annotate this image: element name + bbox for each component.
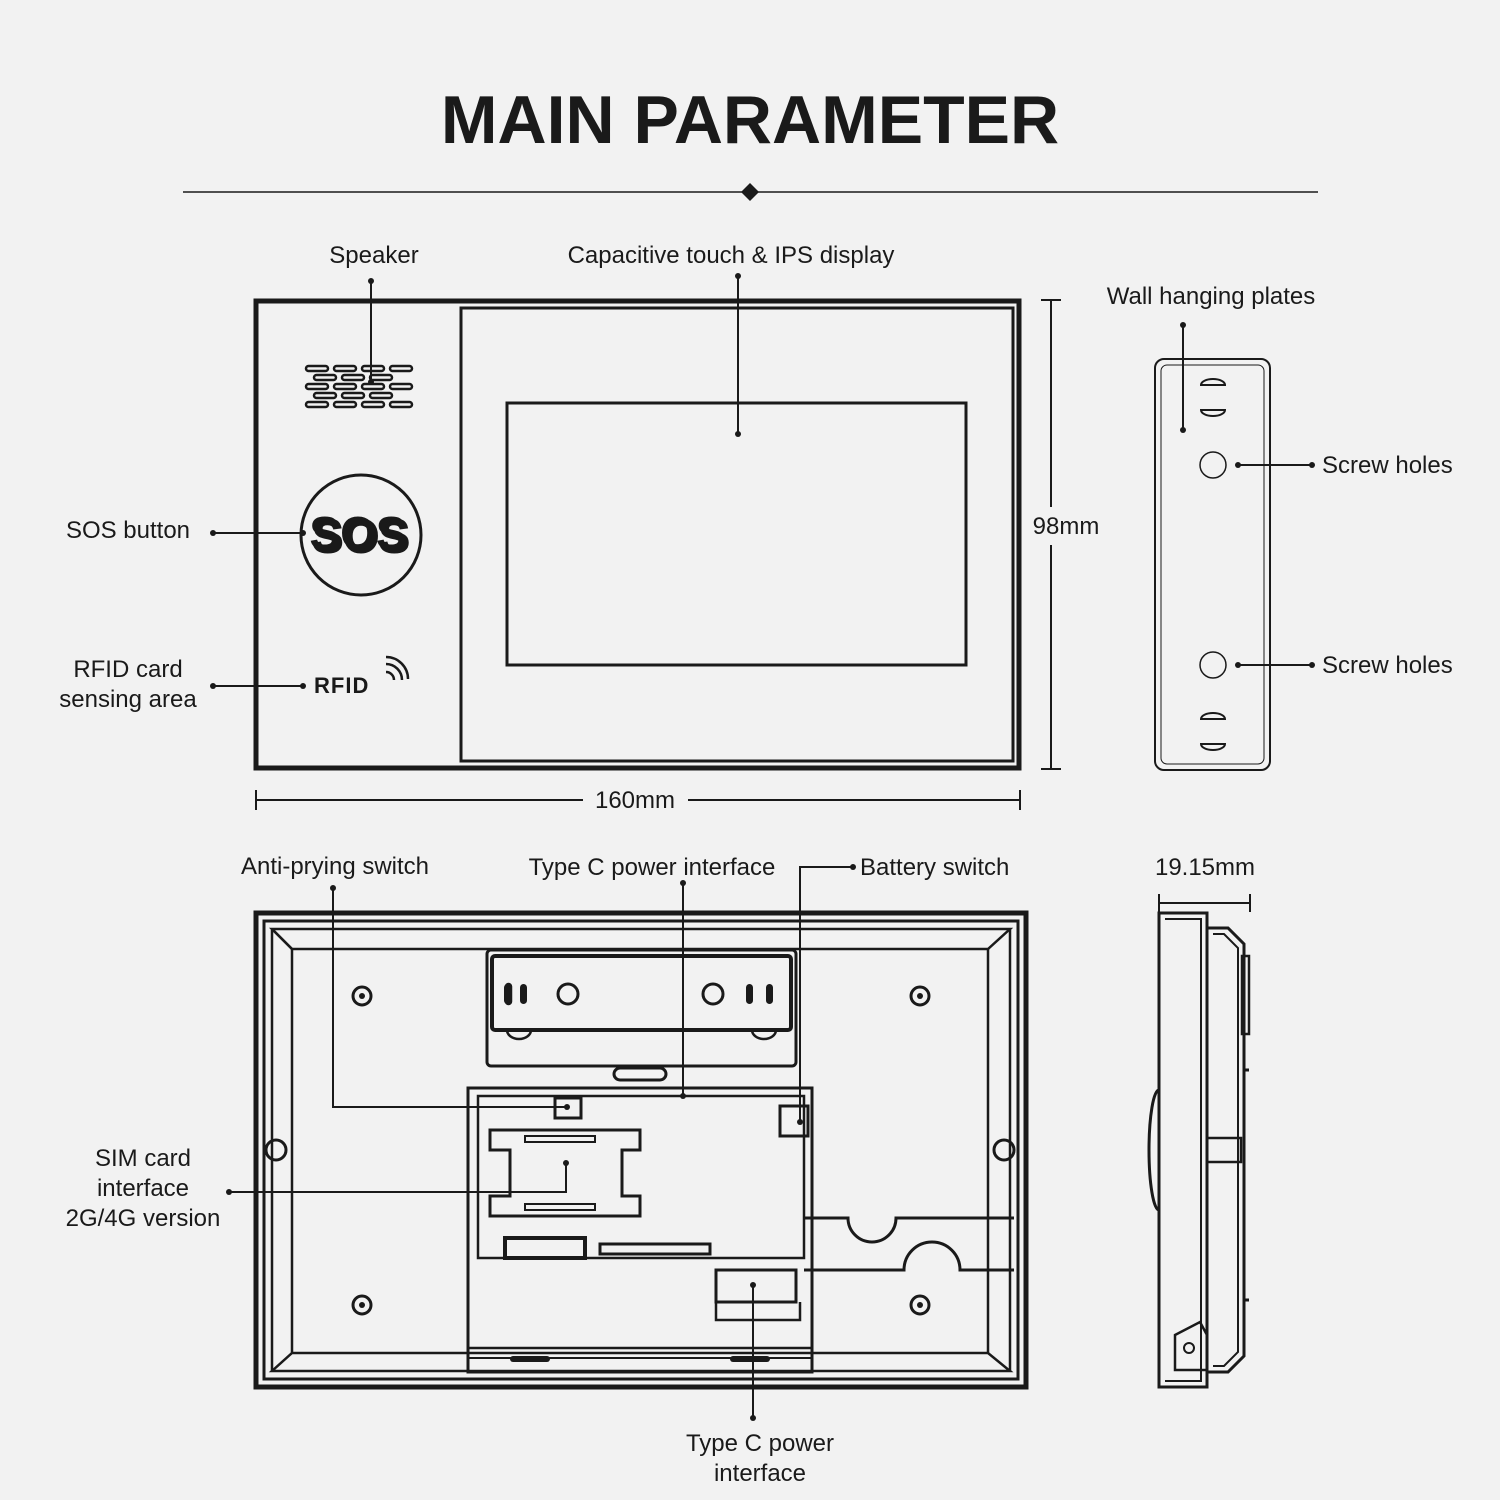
- screw-holes-top-label: Screw holes: [1322, 452, 1453, 479]
- sos-button-drawing: SOS SOS: [299, 473, 423, 597]
- rfid-logo-text: RFID: [314, 673, 369, 698]
- side-profile-view: 19.15mm: [1147, 854, 1255, 1389]
- front-callouts: Speaker Capacitive touch & IPS display S…: [59, 242, 894, 713]
- typec-bottom-label-line1: Type C power: [686, 1430, 834, 1457]
- screw-hole-bottom-icon: [1199, 651, 1227, 679]
- depth-label: 19.15mm: [1155, 854, 1255, 881]
- wireless-signal-icon: [385, 655, 410, 681]
- anti-prying-label: Anti-prying switch: [241, 853, 429, 880]
- wall-plate-view: [1154, 358, 1271, 771]
- height-label: 98mm: [1033, 513, 1100, 540]
- depth-dimension: 19.15mm: [1155, 854, 1255, 912]
- rfid-label-line2: sensing area: [59, 686, 197, 713]
- page-title: MAIN PARAMETER: [441, 82, 1059, 158]
- front-view: SOS SOS RFID: [253, 298, 1022, 771]
- sos-label: SOS button: [66, 517, 190, 544]
- sos-button-text-fill: SOS: [309, 507, 406, 559]
- speaker-label: Speaker: [329, 242, 418, 269]
- back-bracket: [485, 948, 798, 1082]
- typec-top-label: Type C power interface: [529, 854, 776, 881]
- sos-button-text: SOS: [312, 510, 409, 562]
- title-divider: [183, 183, 1318, 201]
- back-callouts: Anti-prying switch Type C power interfac…: [66, 853, 1010, 1487]
- back-view: [253, 910, 1029, 1390]
- battery-switch-label: Battery switch: [860, 854, 1009, 881]
- sim-label-line2: interface: [97, 1175, 189, 1202]
- back-screws: [264, 985, 1016, 1316]
- wall-plate-callouts: Wall hanging plates Screw holes Screw ho…: [1107, 283, 1453, 679]
- display-label: Capacitive touch & IPS display: [568, 242, 895, 269]
- back-cable-channel: [804, 1216, 1014, 1272]
- screw-holes-bottom-label: Screw holes: [1322, 652, 1453, 679]
- back-board: [466, 1086, 814, 1374]
- sim-label-line3: 2G/4G version: [66, 1205, 221, 1232]
- rfid-logo: RFID: [314, 655, 410, 698]
- screw-hole-top-icon: [1199, 451, 1227, 479]
- speaker-grille-icon: [304, 364, 414, 409]
- height-dimension: 98mm: [1033, 299, 1100, 770]
- wall-plates-label: Wall hanging plates: [1107, 283, 1316, 310]
- sim-label-line1: SIM card: [95, 1145, 191, 1172]
- rfid-label-line1: RFID card: [73, 656, 182, 683]
- typec-bottom-label-line2: interface: [714, 1460, 806, 1487]
- width-label: 160mm: [595, 787, 675, 814]
- width-dimension: 160mm: [255, 787, 1021, 814]
